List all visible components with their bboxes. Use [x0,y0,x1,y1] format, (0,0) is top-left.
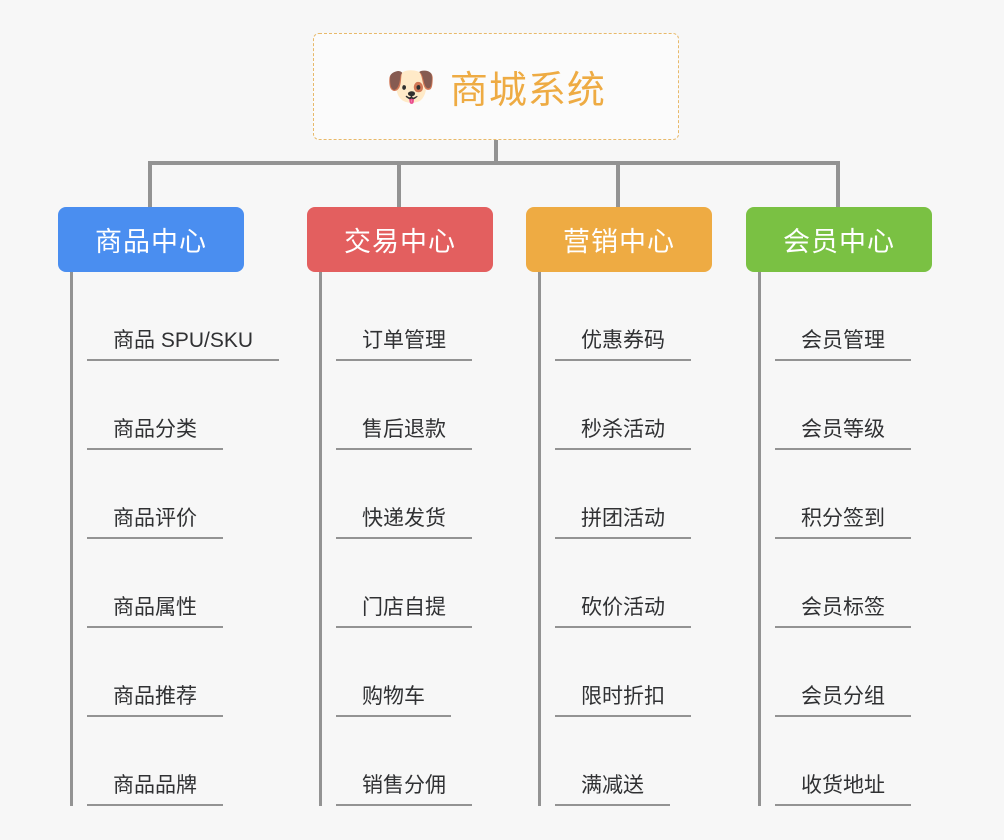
leaf-item-label: 商品推荐 [87,685,223,717]
leaf-item[interactable]: 秒杀活动 [555,361,712,450]
connector-root-stem [494,140,498,165]
category-header-label: 营销中心 [563,227,675,257]
leaf-item[interactable]: 砍价活动 [555,539,712,628]
column-trade-center: 交易中心订单管理售后退款快递发货门店自提购物车销售分佣 [307,207,493,806]
leaf-item-label: 商品 SPU/SKU [87,329,280,361]
leaf-item[interactable]: 会员标签 [775,539,932,628]
leaf-item[interactable]: 商品品牌 [87,717,279,806]
leaf-item-label: 商品属性 [87,596,223,628]
column-marketing-center: 营销中心优惠券码秒杀活动拼团活动砍价活动限时折扣满减送 [526,207,712,806]
leaf-item[interactable]: 会员等级 [775,361,932,450]
leaf-item-label: 售后退款 [336,418,472,450]
leaf-item-label: 优惠券码 [555,329,691,361]
leaf-item[interactable]: 拼团活动 [555,450,712,539]
leaf-item[interactable]: 购物车 [336,628,493,717]
leaf-item-label: 会员分组 [775,685,911,717]
leaf-item[interactable]: 快递发货 [336,450,493,539]
leaf-item[interactable]: 会员分组 [775,628,932,717]
leaf-item[interactable]: 商品 SPU/SKU [87,272,280,361]
leaf-item-label: 收货地址 [775,774,911,806]
leaf-item[interactable]: 商品属性 [87,539,279,628]
connector-drop-member-center [836,161,840,207]
connector-horizontal-bus [150,161,838,165]
category-header-marketing-center[interactable]: 营销中心 [526,207,712,272]
leaf-list-trade-center: 订单管理售后退款快递发货门店自提购物车销售分佣 [319,272,493,806]
leaf-item-label: 积分签到 [775,507,911,539]
leaf-item-label: 销售分佣 [336,774,472,806]
category-header-product-center[interactable]: 商品中心 [58,207,244,272]
leaf-item[interactable]: 门店自提 [336,539,493,628]
leaf-item[interactable]: 订单管理 [336,272,493,361]
column-product-center: 商品中心商品 SPU/SKU 商品分类商品评价商品属性商品推荐商品品牌 [58,207,280,806]
leaf-list-marketing-center: 优惠券码秒杀活动拼团活动砍价活动限时折扣满减送 [538,272,712,806]
leaf-item[interactable]: 售后退款 [336,361,493,450]
category-header-trade-center[interactable]: 交易中心 [307,207,493,272]
leaf-item[interactable]: 会员管理 [775,272,932,361]
category-header-label: 会员中心 [783,227,895,257]
leaf-item-label: 商品分类 [87,418,223,450]
leaf-item[interactable]: 限时折扣 [555,628,712,717]
dog-face-icon: 🐶 [386,64,436,109]
leaf-item[interactable]: 优惠券码 [555,272,712,361]
leaf-item-label: 砍价活动 [555,596,691,628]
category-header-label: 交易中心 [344,227,456,257]
leaf-item-label: 门店自提 [336,596,472,628]
leaf-item-label: 秒杀活动 [555,418,691,450]
leaf-item[interactable]: 收货地址 [775,717,932,806]
leaf-item[interactable]: 销售分佣 [336,717,493,806]
column-member-center: 会员中心会员管理会员等级积分签到会员标签会员分组收货地址 [746,207,932,806]
leaf-item[interactable]: 满减送 [555,717,712,806]
leaf-item-label: 商品品牌 [87,774,223,806]
leaf-item-label: 会员等级 [775,418,911,450]
leaf-item-label: 限时折扣 [555,685,691,717]
category-header-label: 商品中心 [95,227,207,257]
connector-drop-trade-center [397,161,401,207]
connector-drop-product-center [148,161,152,207]
leaf-item-label: 会员标签 [775,596,911,628]
category-header-member-center[interactable]: 会员中心 [746,207,932,272]
leaf-list-member-center: 会员管理会员等级积分签到会员标签会员分组收货地址 [758,272,932,806]
leaf-item[interactable]: 商品评价 [87,450,279,539]
root-title: 商城系统 [449,70,606,112]
leaf-item-label: 快递发货 [336,507,472,539]
leaf-item-label: 购物车 [336,685,451,717]
leaf-item-label: 订单管理 [336,329,472,361]
leaf-item-label: 会员管理 [775,329,911,361]
leaf-item-label: 拼团活动 [555,507,691,539]
leaf-list-product-center: 商品 SPU/SKU 商品分类商品评价商品属性商品推荐商品品牌 [70,272,280,806]
leaf-item[interactable]: 商品推荐 [87,628,279,717]
leaf-item-label: 满减送 [555,774,670,806]
leaf-item-label: 商品评价 [87,507,223,539]
connector-drop-marketing-center [616,161,620,207]
leaf-item[interactable]: 积分签到 [775,450,932,539]
leaf-item[interactable]: 商品分类 [87,361,279,450]
root-node[interactable]: 🐶 商城系统 [313,33,679,140]
